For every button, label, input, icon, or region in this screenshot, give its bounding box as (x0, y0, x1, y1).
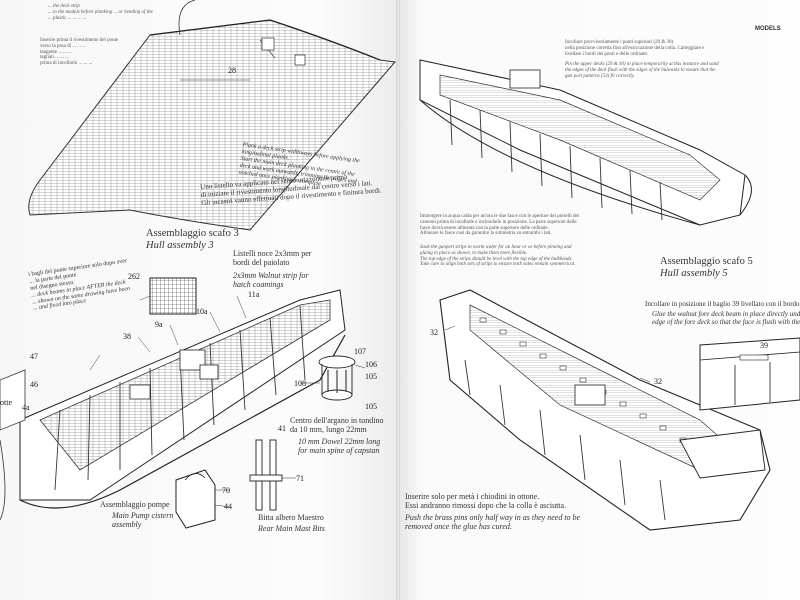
booklet-spine (396, 0, 400, 600)
pump-title-en: Main Pump cistern assembly (112, 511, 173, 529)
strip-note-it-line: bordi del paiolato (233, 258, 290, 268)
part-label-32: 32 (430, 328, 438, 337)
main-pump-cistern-drawing (175, 469, 231, 529)
capstan-note-it-line: Centro dell'argano in tondino (290, 416, 384, 425)
upper-deck-note-en: Pin the upper decks (29 & 30) in place t… (565, 62, 719, 79)
brass-pins-note-it-line: Essi andranno rimossi dopo che la colla … (405, 501, 567, 511)
fore-beam-note-en: Glue the walnut fore deck beam in place … (652, 310, 800, 326)
gunport-note-it-line: cannoni prima di incollarle e inchiodarl… (420, 219, 577, 225)
fore-deck-beam-detail (699, 337, 800, 411)
brass-pins-note-en-line: Push the brass pins only half way in as … (405, 513, 581, 522)
upper-deck-note-it-line: livellare i bordi dei ponti e delle ordi… (565, 51, 649, 57)
upper-deck-note-it-line: Incollare provvisoriamente i ponti super… (565, 40, 674, 45)
part-label-28: 28 (228, 66, 236, 75)
fore-beam-note-en-line: edge of the fore deck so that the face i… (652, 318, 800, 327)
pump-title-en-line: Main Pump cistern (112, 511, 174, 520)
strip-note-it: Listelli noce 2x3mm per bordi del paiola… (233, 249, 311, 267)
strip-note-en: 2x3mm Walnut strip for hatch coamings (233, 271, 309, 289)
capstan-note-en-line: 10 mm Dowel 22mm long (298, 437, 381, 446)
brass-pins-note-en: Push the brass pins only half way in as … (405, 513, 580, 531)
top-note-it: Inserire prima il rivestimento del ponte… (40, 38, 118, 67)
part-label-11a: 11a (248, 290, 260, 299)
upper-deck-note-en-line: gun port patterns (53) fit correctly. (565, 73, 635, 79)
part-label-4a: 4a (22, 403, 30, 412)
fore-beam-note-en-line: Glue the walnut fore deck beam in place … (652, 310, 800, 318)
top-note-en: ... the deck strip ... to the models bef… (48, 4, 153, 21)
main-deck-planking-drawing (28, 0, 396, 231)
top-note-it-line: tangente ... ... ... (40, 49, 72, 55)
part-label-70: 70 (222, 486, 230, 495)
pump-title-en-line: assembly (112, 520, 142, 530)
mast-bits-title-it: Bitta albero Maestro (258, 513, 324, 522)
capstan-note-en-line: for main spine of capstan (298, 446, 380, 456)
capstan-note-en: 10 mm Dowel 22mm long for main spine of … (298, 437, 380, 455)
brass-pins-note-en-line: removed once the glue has cured. (405, 522, 512, 532)
upper-deck-note-en-line: the edges of the deck flush with the edg… (565, 67, 716, 73)
gunport-note-en: Soak the gunport strips in warm water fo… (420, 245, 575, 268)
hull-assembly-3-drawing (0, 289, 346, 521)
gunport-note-en-line: Take care to align both sets of strips t… (420, 262, 576, 268)
strip-note-en-line: 2x3mm Walnut strip for (233, 271, 309, 280)
gunport-note-en-line: The top edge of the strips should be lev… (420, 256, 573, 262)
part-label-44: 44 (224, 502, 232, 511)
upper-deck-note-en-line: Pin the upper decks (29 & 30) in place t… (565, 62, 719, 67)
part-label-46: 46 (30, 380, 38, 389)
part-label-10a: 10a (196, 307, 208, 316)
strip-note-it-line: Listelli noce 2x3mm per (233, 249, 312, 258)
top-note-en-line: ... the deck strip (48, 4, 80, 9)
top-note-it-line: Inserire prima il rivestimento del ponte (40, 38, 119, 43)
top-note-en-line: ... plastic ... ... ... ... (48, 15, 87, 21)
gunport-note-en-line: Soak the gunport strips in warm water fo… (420, 245, 572, 250)
gunport-note-it-line: Immergere in acqua calda per un'ora le d… (420, 214, 580, 219)
gunport-note-en-line: gluing in place as shown, to make them m… (420, 250, 528, 256)
top-note-it-line: tagliati ... ... ... (40, 55, 69, 61)
gunport-note-it-line: fasce dovrà essere allineata con la part… (420, 225, 549, 231)
hull-assembly-3-title-it: Assemblaggio scafo 3 (146, 228, 239, 239)
top-note-it-line: prima di incollarlo ... ... ... (40, 61, 93, 66)
gunport-note-it: Immergere in acqua calda per un'ora le d… (420, 214, 579, 237)
hull-assembly-5-title-it: Assemblaggio scafo 5 (660, 256, 753, 267)
hull-assembly-3-title-en: Hull assembly 3 (146, 240, 214, 251)
hatch-grating-part (149, 277, 197, 315)
pump-title-it: Assemblaggio pompe (100, 500, 170, 509)
part-label-71: 71 (296, 474, 304, 483)
hull-assembly-5-drawing (439, 289, 771, 531)
top-note-en-line: ... to the models before planking ... or… (48, 9, 153, 15)
part-label-39: 39 (760, 341, 768, 350)
brass-pins-note-it: Inserire solo per metà i chiodini in ott… (405, 492, 566, 510)
brass-pins-note-it-line: Inserire solo per metà i chiodini in ott… (405, 492, 540, 501)
gunport-note-it-line: Allineare le fasce così da garantire la … (420, 231, 552, 237)
part-label-9a: 9a (155, 320, 163, 329)
capstan-note-it-line: da 10 mm, lungo 22mm (290, 425, 367, 435)
part-label-107: 107 (354, 347, 366, 356)
upper-deck-note-it: Incollare provvisoriamente i ponti super… (565, 40, 704, 57)
part-label-108: 108 (294, 379, 306, 388)
strip-note-en-line: hatch coamings (233, 280, 284, 290)
hull-assembly-5-title-en: Hull assembly 5 (660, 268, 728, 279)
fore-beam-note-it: Incollare in posizione il baglio 39 live… (645, 300, 800, 308)
part-label-38: 38 (123, 332, 131, 341)
rear-main-mast-bits-drawing (249, 439, 296, 511)
part-label-47: 47 (30, 352, 38, 361)
upper-hull-drawing (419, 59, 752, 226)
mast-bits-title-en: Rear Main Mast Bits (258, 524, 325, 533)
part-label-41: 41 (278, 424, 286, 433)
partial-label-otte: otte (0, 398, 12, 407)
part-label-262: 262 (128, 272, 140, 281)
upper-deck-note-it-line: nella posizione corretta fino all'essicc… (565, 45, 705, 51)
part-label-105: 105 (365, 402, 377, 411)
capstan-note-it: Centro dell'argano in tondino da 10 mm, … (290, 416, 384, 434)
part-label-32: 32 (654, 377, 662, 386)
part-label-105: 105 (365, 372, 377, 381)
brand-models-label: MODELS (755, 26, 781, 32)
part-label-106: 106 (365, 360, 377, 369)
capstan-part-drawing (300, 355, 366, 401)
top-note-it-line: verso la prua di ... ... ... (40, 43, 86, 49)
